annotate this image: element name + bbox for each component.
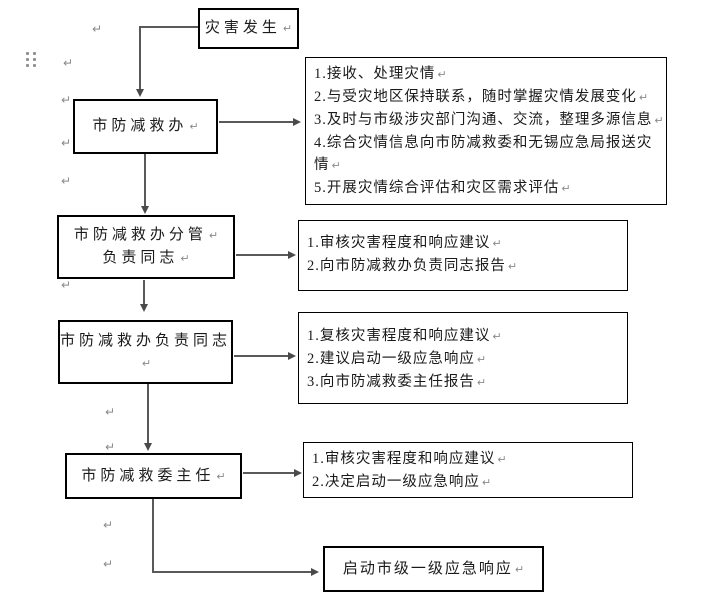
line-break-mark: ↵	[92, 22, 103, 36]
tasks-responsible-comrade[interactable]: 1.复核灾害程度和响应建议↵ 2.建议启动一级应急响应↵ 3.向市防减救委主任报…	[298, 312, 628, 404]
task-item: 5.开展灾情综合评估和灾区需求评估↵	[314, 180, 571, 196]
connector-start-office-h	[140, 26, 198, 28]
arrowhead-down-icon	[140, 304, 148, 312]
task-item: 1.接收、处理灾情↵	[314, 66, 447, 82]
connector-head-director	[147, 384, 149, 443]
task-item: 1.审核灾害程度和响应建议↵	[312, 451, 507, 467]
connector-director-final-v	[152, 499, 154, 573]
node-label: 市防减救办↵	[92, 118, 199, 134]
drag-handle-icon[interactable]	[26, 52, 36, 68]
node-label: 市防减救办负责同志↵	[60, 332, 232, 370]
arrowhead-right-icon	[293, 118, 301, 126]
arrowhead-right-icon	[311, 568, 319, 576]
task-item: 4.综合灾情信息向市防减救委和无锡应急局报送灾情↵	[314, 135, 653, 173]
line-break-mark: ↵	[61, 174, 72, 188]
connector-director-tasks	[243, 472, 295, 474]
node-label: 市防减救办分管↵	[73, 227, 219, 243]
tasks-committee-director[interactable]: 1.审核灾害程度和响应建议↵ 2.决定启动一级应急响应↵	[303, 442, 633, 498]
line-break-mark: ↵	[61, 93, 72, 107]
connector-office-deputy	[144, 154, 146, 206]
arrowhead-down-icon	[141, 206, 149, 214]
line-break-mark: ↵	[103, 557, 114, 571]
node-deputy-comrade[interactable]: 市防减救办分管↵ 负责同志↵	[57, 215, 235, 279]
task-item: 3.向市防减救委主任报告↵	[307, 374, 487, 390]
tasks-deputy-comrade[interactable]: 1.审核灾害程度和响应建议↵ 2.向市防减救办负责同志报告↵	[298, 220, 628, 291]
task-item: 1.审核灾害程度和响应建议↵	[307, 235, 502, 251]
task-item: 2.与受灾地区保持联系，随时掌握灾情发展变化↵	[314, 89, 649, 105]
node-disaster-occurs[interactable]: 灾害发生↵	[198, 8, 299, 49]
task-item: 3.及时与市级涉灾部门沟通、交流，整理多源信息↵	[314, 112, 664, 128]
line-break-mark: ↵	[105, 440, 116, 454]
task-item: 2.向市防减救办负责同志报告↵	[307, 258, 518, 274]
arrowhead-right-icon	[294, 469, 302, 477]
line-break-mark: ↵	[63, 56, 74, 70]
connector-deputy-head	[143, 280, 145, 304]
task-item: 1.复核灾害程度和响应建议↵	[307, 328, 502, 344]
connector-deputy-tasks	[236, 254, 289, 256]
line-break-mark: ↵	[105, 405, 116, 419]
node-launch-level1-response[interactable]: 启动市级一级应急响应↵	[323, 546, 544, 592]
connector-office-tasks	[219, 121, 294, 123]
node-label: 启动市级一级应急响应↵	[342, 560, 525, 577]
node-city-office[interactable]: 市防减救办↵	[73, 99, 218, 154]
node-responsible-comrade[interactable]: 市防减救办负责同志↵	[58, 320, 233, 384]
line-break-mark: ↵	[61, 278, 72, 292]
line-break-mark: ↵	[61, 136, 72, 150]
arrowhead-down-icon	[136, 89, 144, 97]
node-label: 负责同志↵	[102, 250, 190, 266]
connector-head-tasks	[234, 355, 289, 357]
line-break-mark: ↵	[103, 518, 114, 532]
arrowhead-right-icon	[288, 251, 296, 259]
node-committee-director[interactable]: 市防减救委主任↵	[65, 453, 242, 499]
node-label: 市防减救委主任↵	[81, 467, 226, 484]
node-label: 灾害发生↵	[204, 20, 293, 36]
task-item: 2.决定启动一级应急响应↵	[312, 474, 492, 490]
connector-director-final-h	[152, 571, 312, 573]
task-item: 2.建议启动一级应急响应↵	[307, 351, 487, 367]
tasks-city-office[interactable]: 1.接收、处理灾情↵ 2.与受灾地区保持联系，随时掌握灾情发展变化↵ 3.及时与…	[305, 57, 667, 205]
connector-start-office-v	[139, 26, 141, 89]
arrowhead-right-icon	[288, 352, 296, 360]
arrowhead-down-icon	[144, 443, 152, 451]
